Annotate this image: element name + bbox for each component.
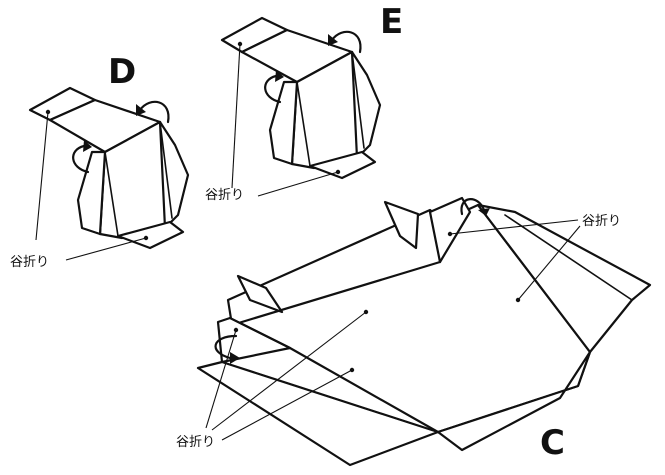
step-c-crease-b: [229, 317, 291, 349]
step-d-fold-arrow-right: [138, 100, 170, 124]
step-c-leader-1: [449, 219, 579, 235]
step-c-tall-pillar: [428, 196, 472, 264]
step-c-letter: C: [540, 423, 565, 463]
step-c-leader-2: [517, 225, 581, 301]
step-c-front-right-wedge: [436, 350, 592, 452]
step-d-fold-arrow-left: [72, 144, 90, 174]
step-c-right-flap-crease: [504, 214, 633, 301]
step-d-leader-2: [65, 237, 147, 261]
step-e-left-flap: [268, 80, 299, 166]
step-e-fold-arrowhead-right: [328, 34, 338, 46]
step-e-crease-2: [351, 51, 365, 149]
step-d-crease-2: [159, 121, 173, 219]
step-d-valley-fold-label: 谷折り: [10, 255, 49, 270]
step-c-figure: [196, 196, 652, 467]
step-e-fold-arrowhead-left: [275, 70, 284, 82]
step-c-leader-5: [221, 369, 353, 441]
step-e-leader-2: [257, 171, 339, 197]
step-c-leader-4: [211, 311, 367, 431]
step-e-leader-1: [231, 43, 241, 189]
step-c-valley-fold-label-bottom: 谷折り: [176, 435, 215, 450]
step-c-crease-a: [221, 361, 439, 433]
step-c-fold-arrow-top: [460, 198, 486, 216]
step-d-leader-1: [35, 111, 49, 241]
step-c-fold-arrow-left: [214, 334, 238, 360]
step-d-letter: D: [108, 52, 136, 92]
step-e-fold-arrow-left: [264, 74, 282, 104]
step-d-figure: [28, 86, 190, 261]
step-c-valley-fold-label-top: 谷折り: [582, 214, 621, 229]
step-e-fold-arrow-right: [330, 30, 362, 54]
step-e-crease-1: [296, 81, 311, 167]
step-d-fold-arrowhead-left: [83, 140, 92, 152]
step-e-figure: [220, 16, 382, 197]
step-e-letter: E: [380, 2, 403, 42]
step-c-leader-3: [205, 329, 237, 429]
step-c-back-flap-right: [383, 200, 420, 250]
step-d-crease-1: [104, 151, 119, 237]
step-d-fold-arrowhead-right: [136, 104, 146, 116]
step-c-fold-arrowhead-top: [478, 208, 490, 216]
step-c-back-flap-left: [236, 274, 284, 314]
step-c-right-flap: [476, 203, 652, 354]
step-d-left-flap: [76, 150, 107, 236]
step-e-valley-fold-label: 谷折り: [205, 188, 244, 203]
step-c-fold-arrowhead-left: [230, 352, 240, 364]
